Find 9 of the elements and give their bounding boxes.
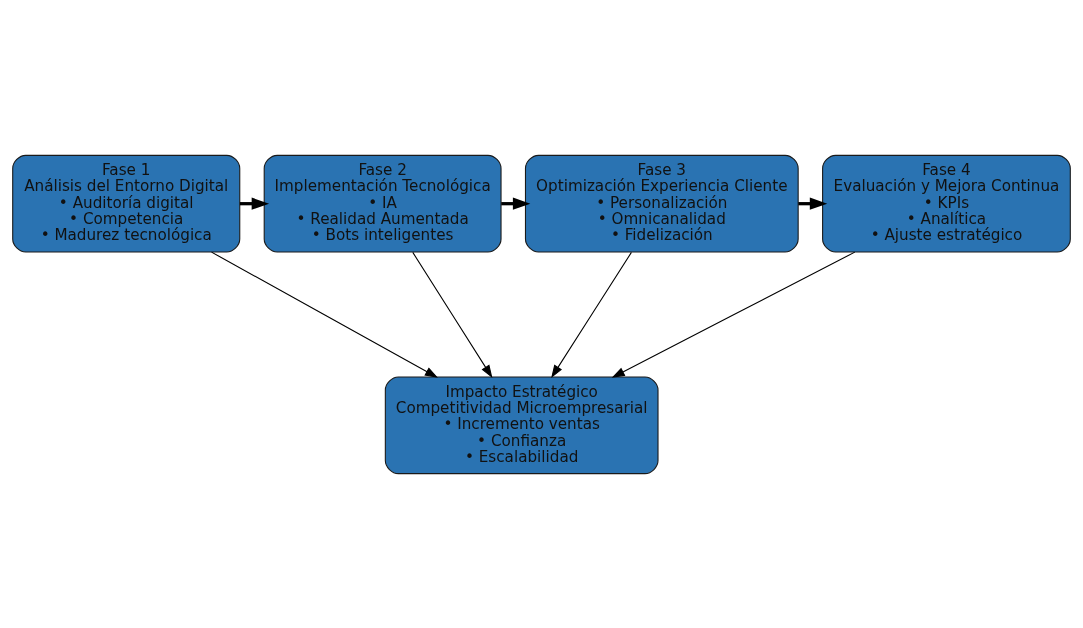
- arrow: [211, 251, 438, 378]
- node-box: Impacto Estratégico Competitividad Microempresarial • Incremento ventas • Confianza • Escalabilidad: [384, 375, 659, 474]
- arrow: [551, 251, 632, 378]
- node-box: Fase 4 Evaluación y Mejora Continua • KPIs • Analítica • Ajuste estratégico: [822, 154, 1071, 253]
- arrow: [412, 251, 493, 378]
- node-box: Fase 1 Análisis del Entorno Digital • Auditoría digital • Competencia • Madurez tecnológica: [12, 154, 241, 253]
- node-box: Fase 3 Optimización Experiencia Cliente • Personalización • Omnicanalidad • Fidelización: [524, 154, 799, 253]
- node-box: Fase 2 Implementación Tecnológica • IA • Realidad Aumentada • Bots inteligentes: [263, 154, 502, 253]
- arrow: [611, 251, 856, 378]
